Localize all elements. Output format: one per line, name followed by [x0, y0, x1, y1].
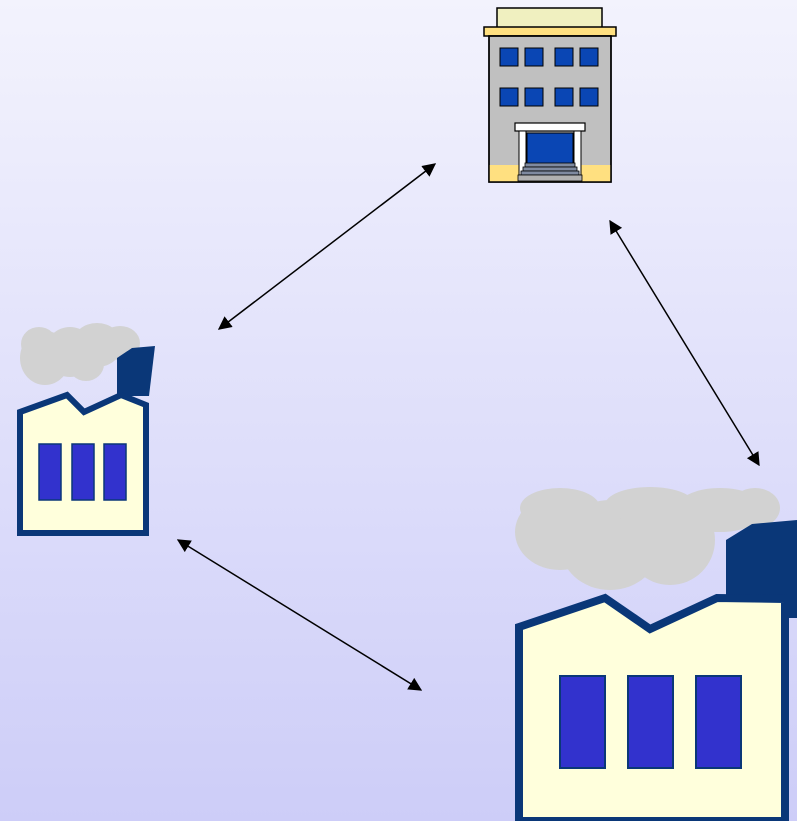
- small-factory-icon: [17, 323, 155, 536]
- smoke-cloud: [515, 487, 780, 590]
- office-windows: [499, 47, 599, 107]
- connections: [176, 163, 760, 691]
- office-building-icon: [483, 7, 617, 183]
- arrow-small-factory-to-large-factory: [176, 539, 423, 691]
- smoke-cloud: [20, 323, 140, 385]
- arrow-office-to-small-factory: [217, 163, 437, 330]
- large-factory-icon: [515, 487, 797, 821]
- arrow-office-to-large-factory: [609, 219, 760, 467]
